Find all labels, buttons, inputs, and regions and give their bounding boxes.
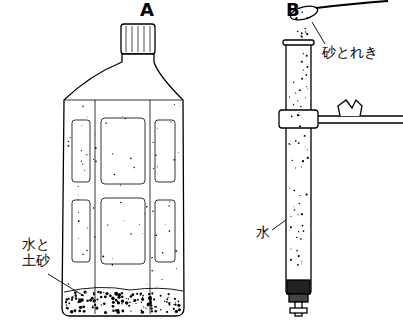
wing-nut bbox=[338, 100, 362, 116]
bottle-cap bbox=[121, 24, 155, 54]
clamp bbox=[279, 110, 318, 128]
leader-line bbox=[312, 22, 325, 44]
rubber-stopper bbox=[287, 280, 310, 294]
leader-line bbox=[272, 220, 286, 230]
material-label: 水 bbox=[256, 224, 270, 240]
figure-letter: A bbox=[140, 0, 154, 21]
particles bbox=[65, 11, 309, 314]
sediment-surface bbox=[64, 287, 183, 292]
glass-tube bbox=[286, 42, 311, 294]
material-label: 砂とれき bbox=[322, 44, 378, 60]
pinch-cock bbox=[290, 308, 307, 313]
bottle-body bbox=[62, 54, 184, 316]
figure-letter: B bbox=[286, 0, 300, 21]
material-label: 水と 土砂 bbox=[22, 236, 51, 268]
leader-line bbox=[48, 274, 84, 296]
